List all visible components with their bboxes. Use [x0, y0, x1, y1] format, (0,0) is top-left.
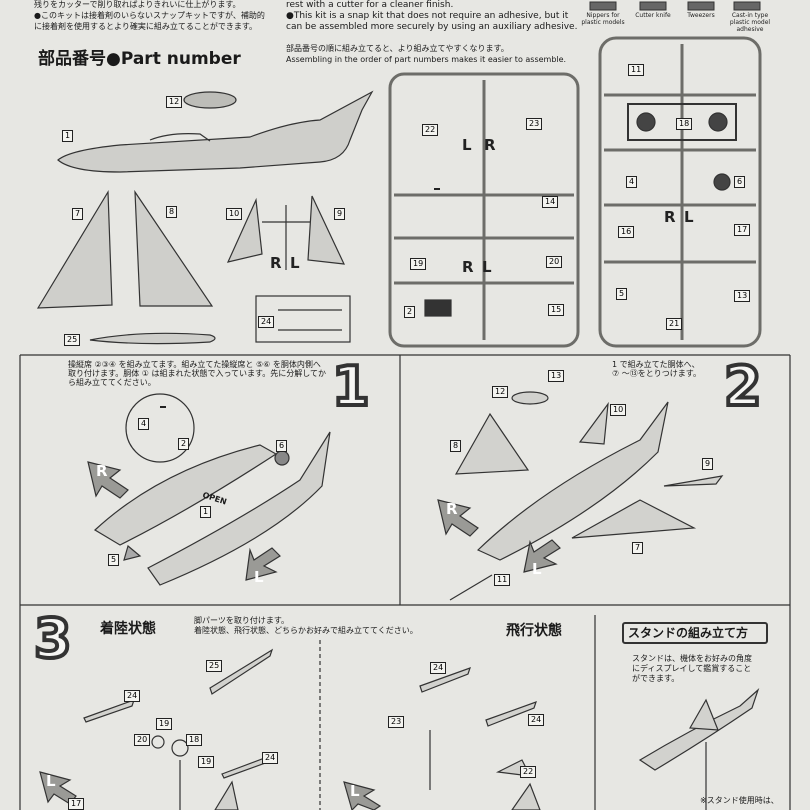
step-3-jp-line2: 着陸状態、飛行状態、どちらかお好みで組み立ててください。 — [194, 626, 418, 635]
part-callout-25: 25 — [64, 334, 81, 346]
step2-callout-11: 11 — [494, 574, 511, 586]
step3-callout-24a: 24 — [124, 690, 141, 702]
step-1-number: 1 — [330, 355, 372, 418]
stand-note: ※スタンド使用時は、 — [700, 796, 779, 805]
part-number-title: 部品番号●Part number — [38, 49, 241, 69]
part-number-jp-note: 部品番号の順に組み立てると、より組み立てやすくなります。 — [286, 44, 509, 53]
sprue-callout-20: 20 — [546, 256, 563, 268]
step-2-number: 2 — [722, 355, 764, 418]
label-r: R — [270, 254, 282, 272]
step1-callout-5: 5 — [108, 554, 120, 566]
step-3-landing-title: 着陸状態 — [100, 621, 156, 637]
note-jp-line3: に接着剤を使用するとより確実に組み立てることができます。 — [34, 22, 258, 31]
stand-title-box — [622, 622, 768, 644]
sprue-a-label-l: L — [462, 136, 472, 154]
note-en-line1: rest with a cutter for a cleaner finish. — [286, 0, 454, 10]
sprue-callout-15: 15 — [548, 304, 565, 316]
step1-callout-1: 1 — [200, 506, 212, 518]
stand-jp-line3: ができます。 — [632, 674, 680, 683]
part-callout-24: 24 — [258, 316, 275, 328]
sprue-callout-13: 13 — [734, 290, 751, 302]
step3-callout-20: 20 — [134, 734, 151, 746]
sprue-callout-18: 18 — [676, 118, 693, 130]
sprue-callout-11: 11 — [628, 64, 645, 76]
step-2-jp-line2: ⑦ ～⑬をとりつけます。 — [612, 369, 701, 378]
part-callout-9: 9 — [334, 208, 346, 220]
step2-arrow-r-label: R — [446, 500, 458, 518]
step2-callout-12: 12 — [492, 386, 509, 398]
flight-callout-22: 22 — [520, 766, 537, 778]
sprue-callout-16: 16 — [618, 226, 635, 238]
step2-callout-13: 13 — [548, 370, 565, 382]
label-l: L — [290, 254, 300, 272]
step1-arrow-r-label: R — [96, 462, 108, 480]
step2-arrow-l-label: L — [532, 560, 542, 578]
flight-callout-23: 23 — [388, 716, 405, 728]
part-callout-8: 8 — [166, 206, 178, 218]
step1-arrow-l-label: L — [254, 568, 264, 586]
step1-callout-6: 6 — [276, 440, 288, 452]
step-3-jp-line1: 脚パーツを取り付けます。 — [194, 616, 290, 625]
sprue-a-label-l2: L — [482, 258, 492, 276]
step-3-number: 3 — [32, 607, 74, 670]
tool-cutter-knife: Cutter knife — [635, 12, 671, 19]
part-number-en-note: Assembling in the order of part numbers … — [286, 55, 567, 64]
sprue-callout-4: 4 — [626, 176, 638, 188]
step-1-jp-line1: 操縦席 ②③④ を組み立てます。組み立てた操縦席と ⑤⑥ を胴体内側へ — [68, 360, 321, 369]
step3-callout-19b: 19 — [198, 756, 215, 768]
sprue-b-label-l: L — [684, 208, 694, 226]
step-1-jp-line3: ら組み立ててください。 — [68, 378, 156, 387]
step1-callout-3 — [160, 406, 166, 408]
note-jp-line2: ●このキットは接着剤のいらないスナップキットですが、補助的 — [34, 11, 265, 20]
step2-callout-10: 10 — [610, 404, 627, 416]
tool-nippers: Nippers for plastic models — [581, 12, 625, 26]
step-3-flight-title: 飛行状態 — [506, 623, 562, 639]
flight-callout-24a: 24 — [430, 662, 447, 674]
part-callout-12: 12 — [166, 96, 183, 108]
sprue-a-label-r2: R — [462, 258, 474, 276]
step2-callout-7: 7 — [632, 542, 644, 554]
part-callout-10: 10 — [226, 208, 243, 220]
step3-callout-17: 17 — [68, 798, 85, 810]
sprue-callout-6: 6 — [734, 176, 746, 188]
sprue-b-label-r: R — [664, 208, 676, 226]
step-1-jp-line2: 取り付けます。胴体 ① は組まれた状態で入っています。先に分解してか — [68, 369, 327, 378]
stand-jp-line2: にディスプレイして鑑賞すること — [632, 664, 752, 673]
stand-jp-line1: スタンドは、機体をお好みの角度 — [632, 654, 752, 663]
sprue-callout-21: 21 — [666, 318, 683, 330]
step1-callout-4: 4 — [138, 418, 150, 430]
part-callout-7: 7 — [72, 208, 84, 220]
step3-arrow-l-label: L — [46, 772, 56, 790]
sprue-callout-22: 22 — [422, 124, 439, 136]
sprue-callout-14: 14 — [542, 196, 559, 208]
step1-callout-2: 2 — [178, 438, 190, 450]
stand-title: スタンドの組み立て方 — [628, 626, 749, 640]
sprue-callout-23: 23 — [526, 118, 543, 130]
step-2-jp-line1: 1 で組み立てた胴体へ、 — [612, 360, 700, 369]
note-en-line3: can be assembled more securely by using … — [286, 22, 578, 32]
step3-callout-24b: 24 — [262, 752, 279, 764]
sprue-callout-2: 2 — [404, 306, 416, 318]
sprue-callout-3 — [434, 188, 440, 190]
sprue-callout-19: 19 — [410, 258, 427, 270]
flight-arrow-l-label: L — [350, 782, 360, 800]
sprue-callout-17: 17 — [734, 224, 751, 236]
note-jp-line1: 残りをカッターで削り取ればよりきれいに仕上がります。 — [34, 0, 241, 9]
part-callout-1: 1 — [62, 130, 74, 142]
step2-callout-9: 9 — [702, 458, 714, 470]
sprue-a-label-r: R — [484, 136, 496, 154]
step3-callout-18: 18 — [186, 734, 203, 746]
step2-callout-8: 8 — [450, 440, 462, 452]
note-en-line2: ●This kit is a snap kit that does not re… — [286, 11, 569, 21]
tool-tweezers: Tweezers — [687, 12, 715, 19]
flight-callout-24b: 24 — [528, 714, 545, 726]
step3-callout-19a: 19 — [156, 718, 173, 730]
tool-adhesive: Cast-in type plastic model adhesive — [729, 12, 771, 33]
step3-callout-25: 25 — [206, 660, 223, 672]
sprue-callout-5: 5 — [616, 288, 628, 300]
